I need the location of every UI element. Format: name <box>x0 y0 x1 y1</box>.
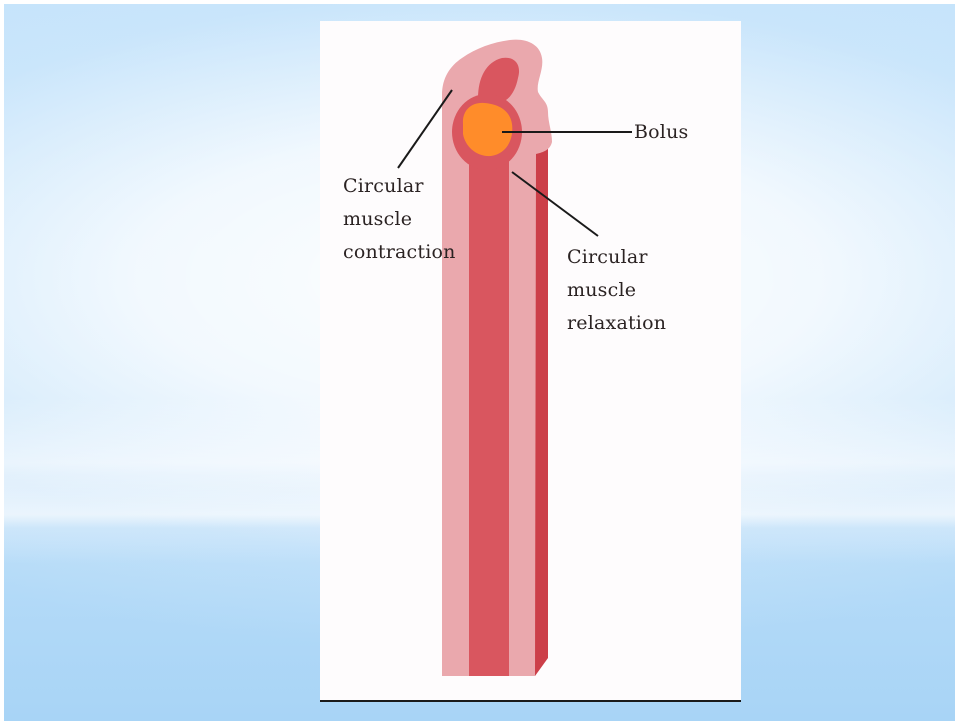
contraction-label-line-3: contraction <box>343 236 456 269</box>
baseline-rule <box>320 700 741 702</box>
relaxation-label-line-3: relaxation <box>567 307 666 340</box>
contraction-label-line-2: muscle <box>343 203 456 236</box>
relaxation-label: Circular muscle relaxation <box>567 241 666 340</box>
bolus-label-text: Bolus <box>634 116 688 149</box>
esophagus-lumen <box>469 150 509 676</box>
relaxation-label-line-2: muscle <box>567 274 666 307</box>
relaxation-label-line-1: Circular <box>567 241 666 274</box>
bolus-label: Bolus <box>634 116 688 149</box>
contraction-label-line-1: Circular <box>343 170 456 203</box>
tube-side-face <box>535 138 548 676</box>
bolus-shape <box>463 103 512 156</box>
contraction-label: Circular muscle contraction <box>343 170 456 269</box>
